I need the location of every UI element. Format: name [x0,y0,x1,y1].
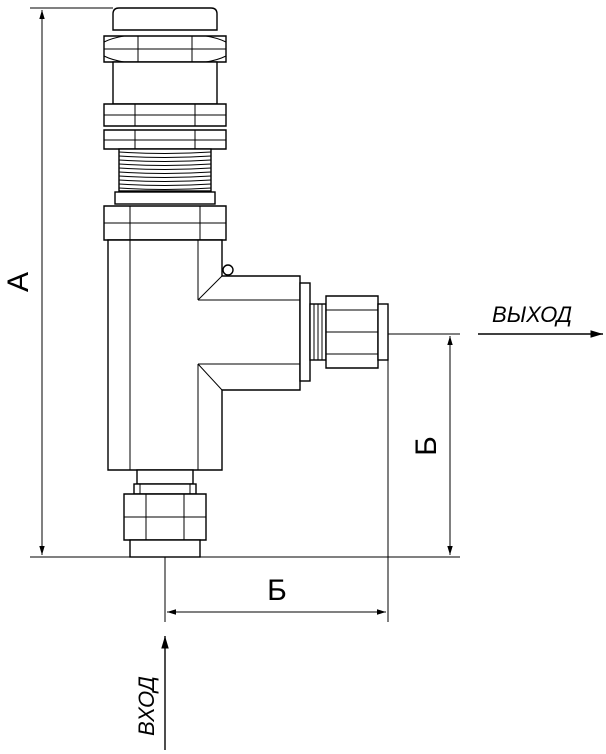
body-hex-nut [103,191,227,241]
valve-body [107,239,301,471]
outlet-fitting [299,282,389,382]
dimension-b-vertical-label: Б [410,436,443,456]
dimension-b-horizontal-label: Б [267,574,287,607]
bonnet [112,61,218,105]
lock-nut-lower [103,129,227,150]
thread-line [118,183,212,186]
thread-line [118,151,212,154]
inlet-label: ВХОД [134,676,159,736]
top-cap [112,7,218,31]
extension-lines [30,7,460,622]
outlet-label: ВЫХОД [492,302,572,327]
lock-nut-upper [103,103,227,127]
thread-line [118,163,212,166]
dimension-a-label: А [2,272,35,292]
thread-line [118,187,212,190]
thread-line [118,179,212,182]
threaded-stem [118,148,212,192]
thread-line [118,167,212,170]
inlet-fitting [123,469,207,558]
thread-line [118,171,212,174]
thread-line [118,155,212,158]
top-hex-nut [103,35,227,63]
thread-line [118,159,212,162]
thread-line [118,175,212,178]
